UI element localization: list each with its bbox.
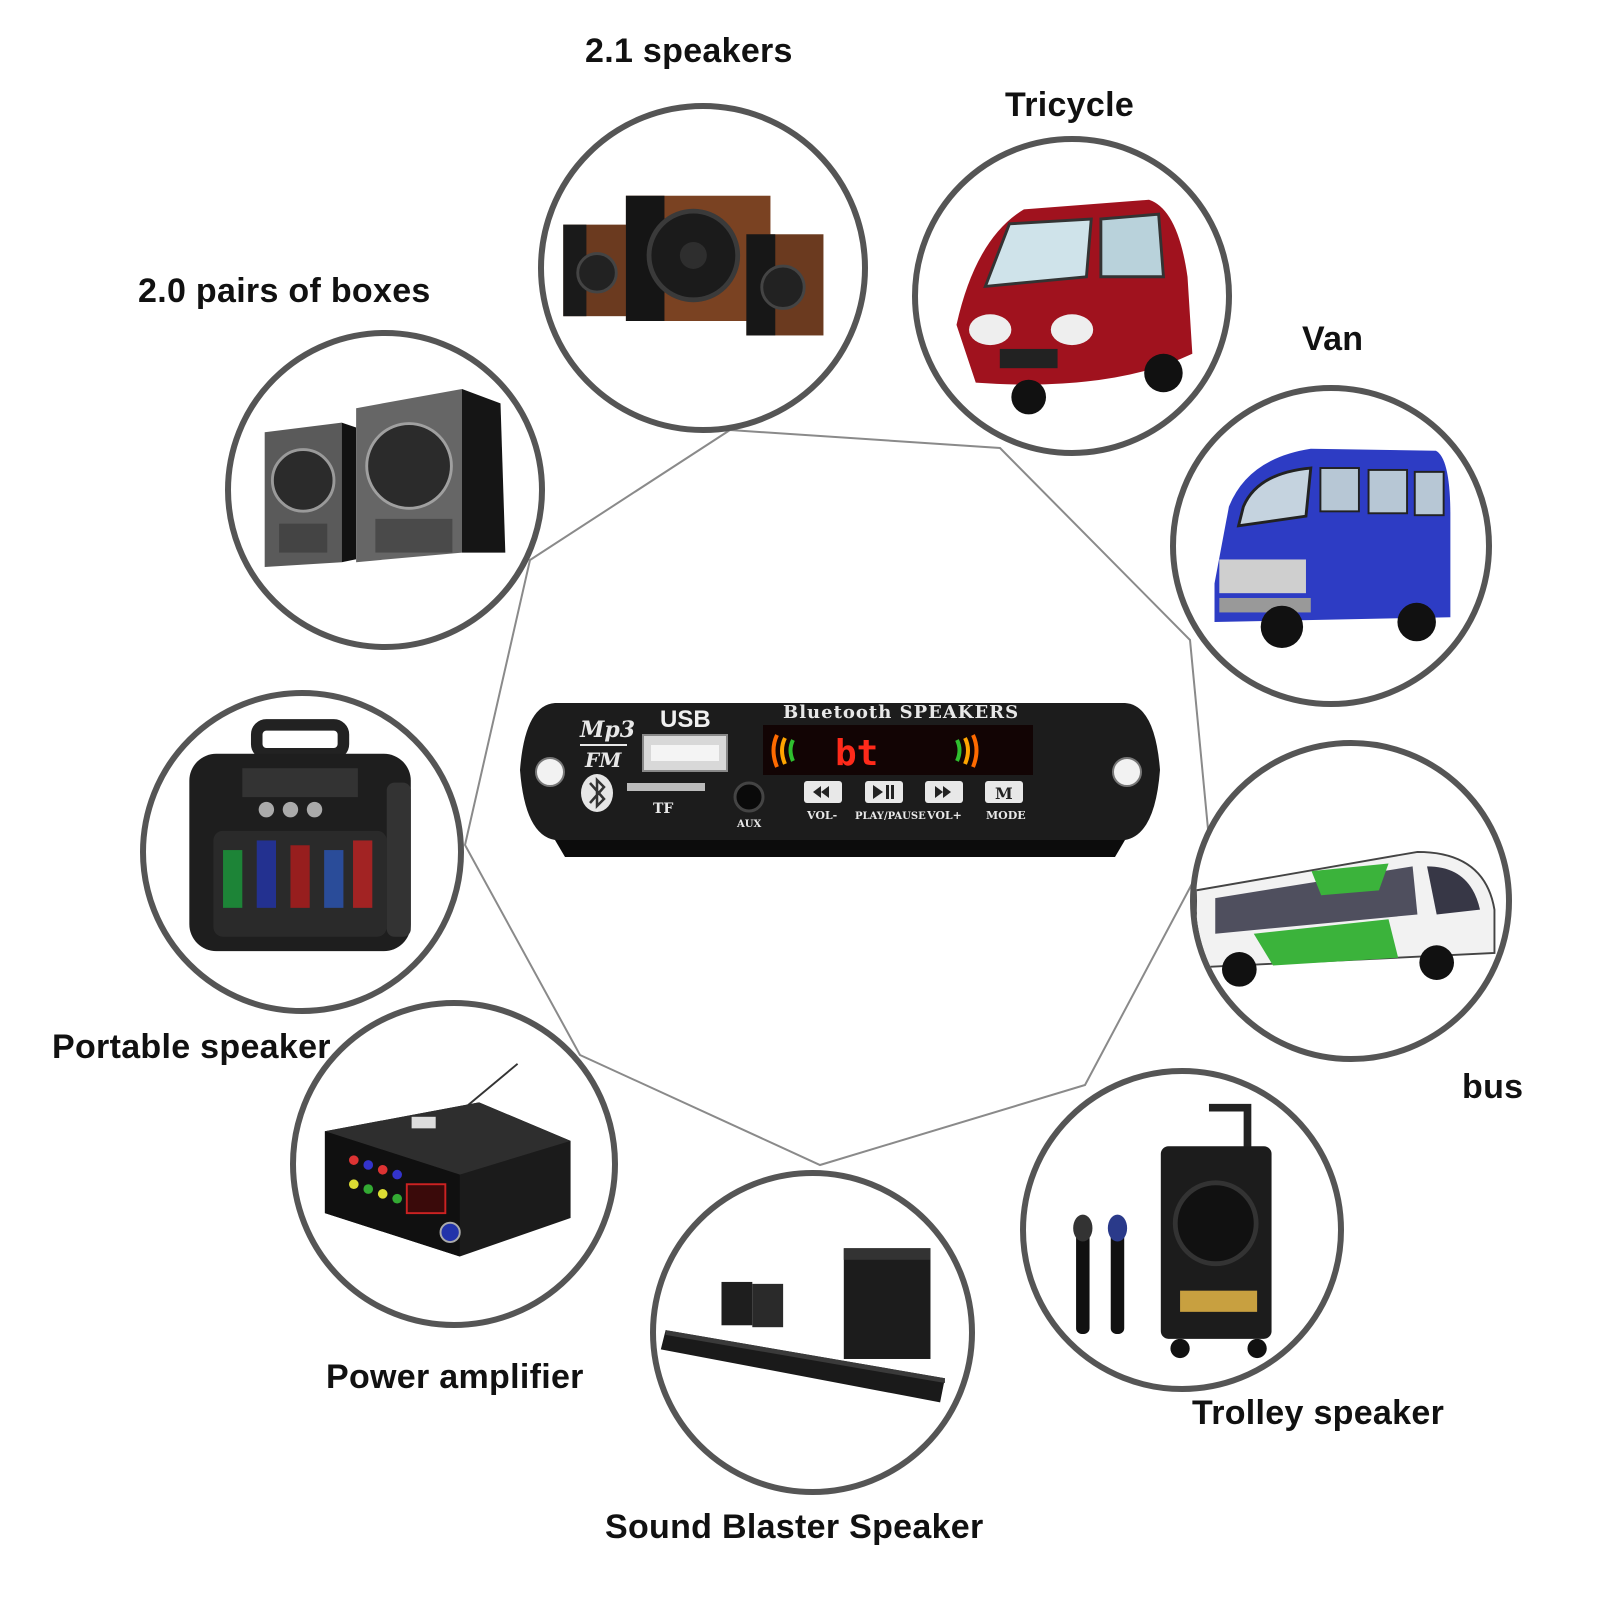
label-portable-speaker: Portable speaker xyxy=(52,1028,331,1066)
label-trolley-speaker: Trolley speaker xyxy=(1192,1394,1445,1432)
vol-minus-label: VOL- xyxy=(806,809,837,822)
board-title: Bluetooth SPEAKERS xyxy=(783,702,1019,723)
aux-jack[interactable] xyxy=(733,781,765,813)
vol-plus-label: VOL+ xyxy=(926,809,962,822)
label-van: Van xyxy=(1302,320,1364,358)
vol-minus-button[interactable] xyxy=(804,781,842,803)
tricycle-image xyxy=(912,136,1232,456)
play-pause-label: PLAY/PAUSE xyxy=(855,811,926,822)
label-sound-blaster: Sound Blaster Speaker xyxy=(605,1508,984,1546)
label-2-1-speakers: 2.1 speakers xyxy=(585,32,793,70)
vol-plus-button[interactable] xyxy=(925,781,963,803)
mount-hole-right xyxy=(1112,757,1142,787)
mp3-label: Mp3 xyxy=(579,717,635,743)
mode-label: MODE xyxy=(986,809,1026,822)
tf-label: TF xyxy=(653,801,673,817)
mount-hole-left xyxy=(535,757,565,787)
bluetooth-icon xyxy=(581,774,613,812)
mp3-decoder-board: Mp3 FM USB TF AUX Bluetooth SPEAKERS bt xyxy=(515,695,1165,865)
power-amplifier-image xyxy=(290,1000,618,1328)
portable-speaker-image xyxy=(140,690,464,1014)
fm-label: FM xyxy=(584,748,622,772)
svg-text:M: M xyxy=(995,784,1013,803)
bus-image xyxy=(1190,740,1512,1062)
label-power-amplifier: Power amplifier xyxy=(326,1358,584,1396)
label-tricycle: Tricycle xyxy=(1005,86,1135,124)
trolley-speaker-image xyxy=(1020,1068,1344,1392)
aux-label: AUX xyxy=(736,819,761,830)
led-display xyxy=(763,725,1033,775)
sound-blaster-image xyxy=(650,1170,975,1495)
pairs-20-image xyxy=(225,330,545,650)
tf-card-slot[interactable] xyxy=(627,783,705,791)
mode-button[interactable]: M xyxy=(985,781,1023,803)
label-bus: bus xyxy=(1462,1068,1524,1106)
usb-label: USB xyxy=(660,706,711,733)
van-image xyxy=(1170,385,1492,707)
label-2-0-pairs: 2.0 pairs of boxes xyxy=(138,272,431,310)
play-pause-button[interactable] xyxy=(865,781,903,803)
speakers-21-image xyxy=(538,103,868,433)
display-readout: bt xyxy=(835,733,878,774)
